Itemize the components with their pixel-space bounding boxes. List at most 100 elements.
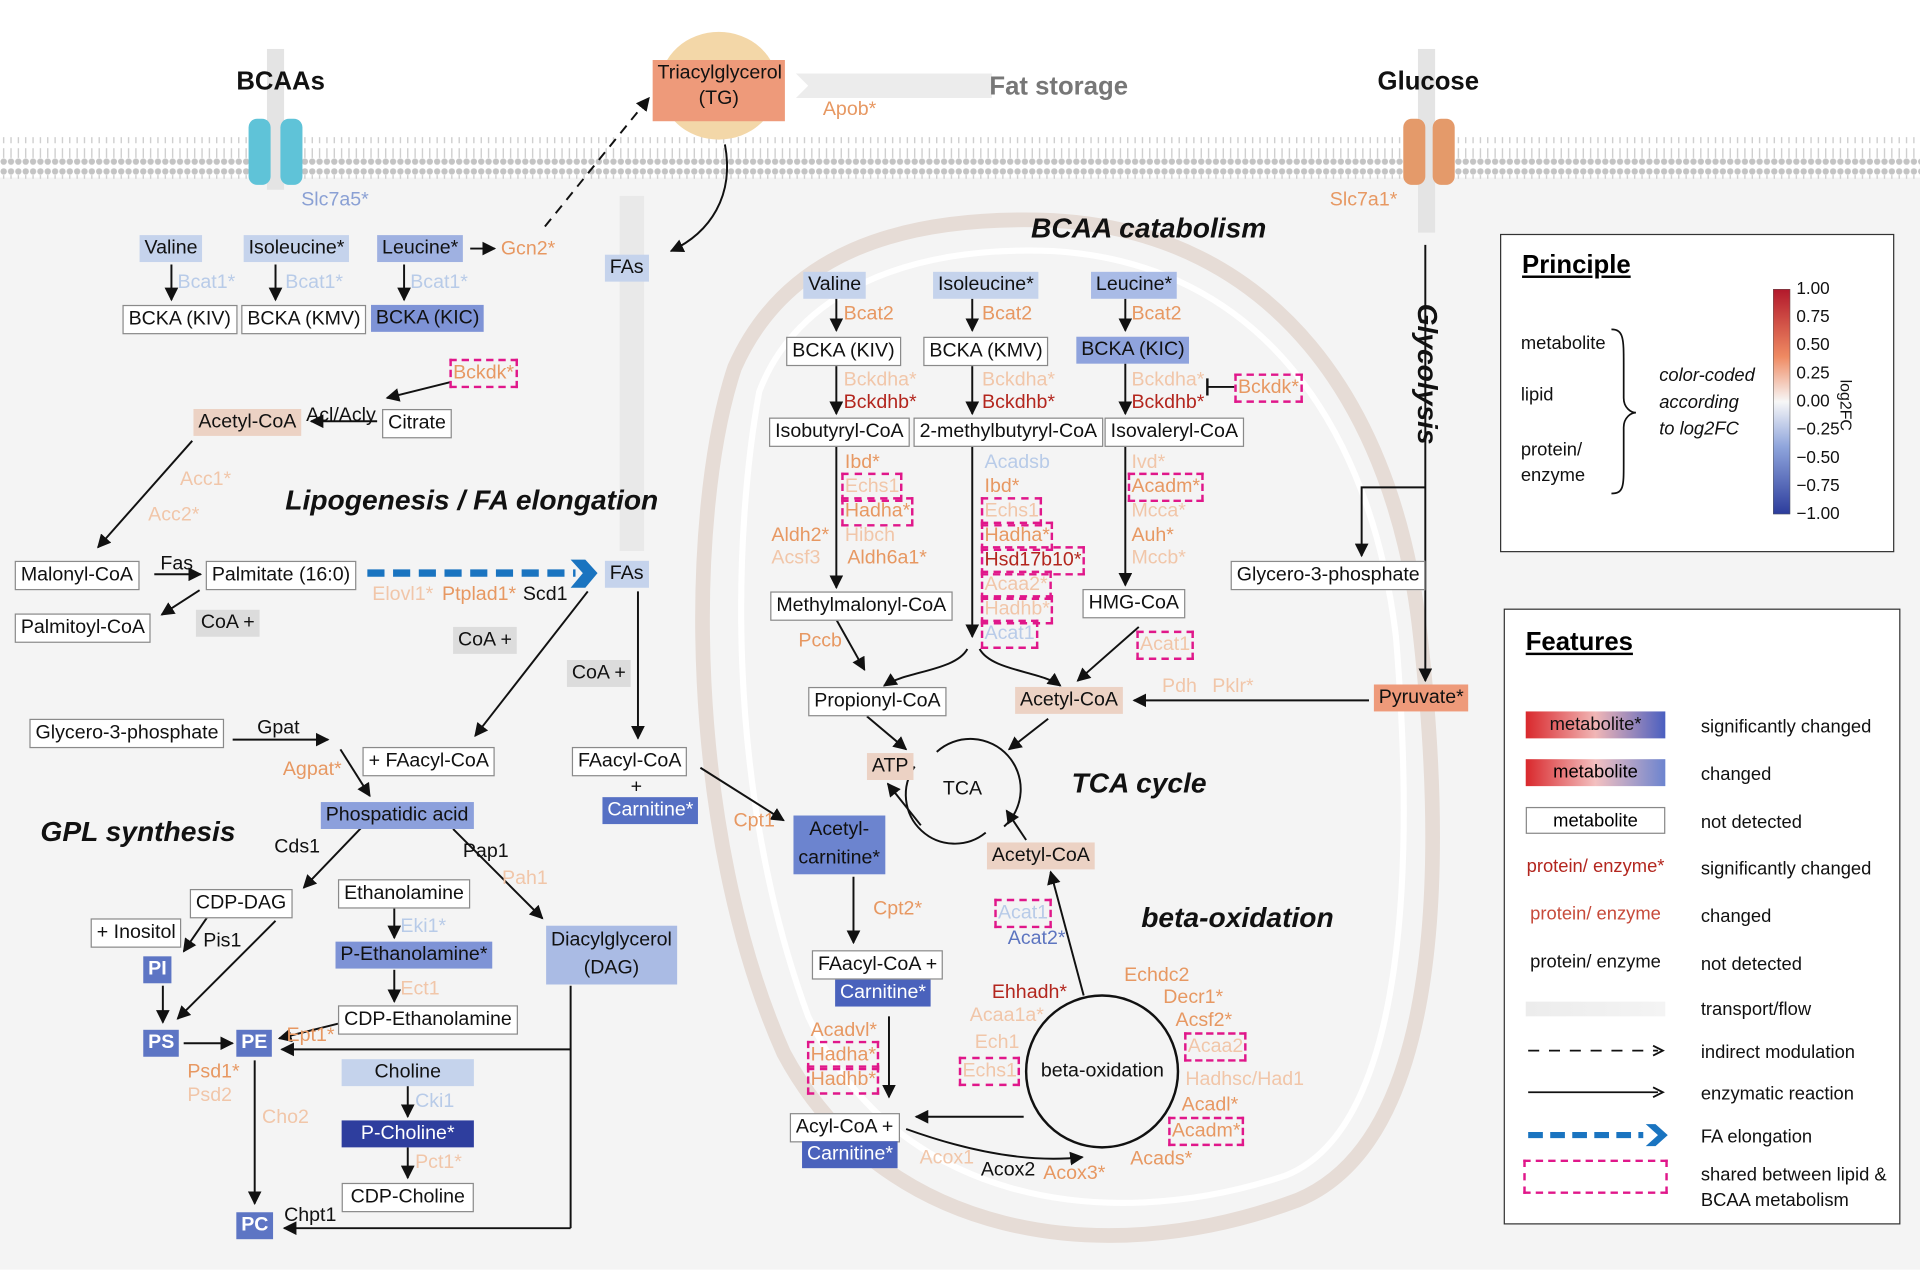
feature-swatch <box>1523 1159 1668 1194</box>
bcat1-enzyme: Bcat1* <box>285 271 344 293</box>
feature-swatch: metabolite <box>1525 759 1666 787</box>
acetyl-coa-node: Acetyl-CoA <box>1015 686 1123 714</box>
principle-legend: Principle metabolite lipid protein/ enzy… <box>1500 233 1895 553</box>
hadhb-enzyme: Hadhb* <box>980 595 1054 625</box>
fat-storage-label: Fat storage <box>989 72 1129 101</box>
acc1-enzyme: Acc1* <box>180 468 232 490</box>
glycero-3-phosphate-node: Glycero-3-phosphate <box>1230 560 1426 591</box>
coa-plus-node: CoA + <box>195 609 260 637</box>
aldh6a1-enzyme: Aldh6a1* <box>847 547 927 569</box>
acox2-enzyme: Acox2 <box>980 1159 1036 1181</box>
acl-enzyme: Acl/Acly <box>306 405 376 427</box>
acaa2-enzyme: Acaa2 <box>1184 1032 1248 1062</box>
acat1-enzyme: Acat1 <box>980 619 1039 649</box>
acox3-enzyme: Acox3* <box>1043 1163 1106 1185</box>
pe-node: PE <box>236 1029 273 1057</box>
pc-node: PC <box>236 1212 274 1240</box>
bckdhb-enzyme: Bckdhb* <box>982 391 1056 413</box>
acadl-enzyme: Acadl* <box>1181 1094 1239 1116</box>
acat1-enzyme: Acat1 <box>994 898 1052 929</box>
bcat1-enzyme: Bcat1* <box>410 271 468 293</box>
triacylglycerol-node: Triacylglycerol (TG) <box>652 60 785 122</box>
choline-node: Choline <box>341 1059 474 1087</box>
feature-label: changed <box>1700 906 1772 927</box>
carnitine-node: Carnitine* <box>802 1141 898 1169</box>
pis1-enzyme: Pis1 <box>203 930 242 952</box>
isoleucine-node: Isoleucine* <box>243 235 350 263</box>
bcat2-enzyme: Bcat2 <box>982 303 1033 325</box>
feature-swatch <box>1525 1001 1666 1017</box>
feature-swatch <box>1526 1079 1666 1106</box>
feature-label: FA elongation <box>1700 1126 1813 1148</box>
feature-swatch: metabolite* <box>1525 711 1666 739</box>
slc7a5-transporter: Slc7a5* <box>301 189 369 211</box>
decr1-enzyme: Decr1* <box>1163 986 1224 1008</box>
bcat2-enzyme: Bcat2 <box>843 303 894 325</box>
bckdhb-enzyme: Bckdhb* <box>1131 391 1205 413</box>
palmitoyl-coa-node: Palmitoyl-CoA <box>14 613 152 643</box>
coa-plus-node: CoA + <box>566 660 631 687</box>
faacyl-coa-node: FAacyl-CoA <box>571 746 688 777</box>
chpt1-enzyme: Chpt1 <box>284 1204 337 1226</box>
coa-plus-node: CoA + <box>453 626 517 654</box>
valine-node: Valine <box>139 235 203 263</box>
glycero-3-phosphate-node: Glycero-3-phosphate <box>29 718 225 749</box>
bcka-kic-node: BCKA (KIC) <box>371 304 485 332</box>
colorbar-tick: 1.00 <box>1796 277 1830 298</box>
colorbar-tick: −1.00 <box>1796 503 1840 523</box>
colorbar-tick: 0.25 <box>1796 362 1830 383</box>
eki1-enzyme: Eki1* <box>400 915 447 937</box>
auh-enzyme: Auh* <box>1131 525 1174 547</box>
acetylcarnitine-node: Acetyl- carnitine* <box>793 815 885 875</box>
feature-swatch: protein/ enzyme* <box>1526 855 1665 877</box>
fas-enzyme: Fas <box>160 553 194 575</box>
acetyl-coa-node: Acetyl-CoA <box>986 842 1095 870</box>
acadvl-enzyme: Acadvl* <box>810 1020 878 1041</box>
leucine-node: Leucine* <box>377 235 464 263</box>
hadha-enzyme: Hadha* <box>841 497 914 527</box>
cdp-dag-node: CDP-DAG <box>189 888 293 919</box>
cpt1-enzyme: Cpt1 <box>733 810 775 832</box>
p-ethanolamine-node: P-Ethanolamine* <box>335 941 493 969</box>
principle-protein: protein/ enzyme <box>1520 439 1586 487</box>
acyl-coa-node: Acyl-CoA + <box>789 1113 900 1143</box>
p-choline-node: P-Choline* <box>341 1120 474 1148</box>
bckdhb-enzyme: Bckdhb* <box>843 391 917 413</box>
acat2-enzyme: Acat2* <box>1007 928 1066 949</box>
aldh2-enzyme: Aldh2* <box>771 525 830 547</box>
isovaleryl-coa-node: Isovaleryl-CoA <box>1104 417 1245 447</box>
ethanolamine-node: Ethanolamine <box>337 879 471 909</box>
feature-label: significantly changed <box>1700 716 1872 738</box>
carnitine-node: Carnitine* <box>835 979 931 1007</box>
feature-swatch: protein/ enzyme <box>1530 903 1661 925</box>
acetyl-coa-node: Acetyl-CoA <box>193 408 302 436</box>
carnitine-node: Carnitine* <box>602 797 699 825</box>
feature-label: indirect modulation <box>1700 1042 1856 1063</box>
colorbar-tick: 0.50 <box>1796 334 1830 354</box>
bckdk-enzyme: Bckdk* <box>1234 373 1303 403</box>
pah1-enzyme: Pah1 <box>502 868 548 889</box>
cho2-enzyme: Cho2 <box>262 1106 309 1128</box>
bcka-kmv-node: BCKA (KMV) <box>241 304 367 335</box>
psd2-enzyme: Psd2 <box>187 1084 233 1106</box>
feature-label: transport/flow <box>1700 999 1812 1021</box>
acadm-enzyme: Acadm* <box>1127 472 1204 503</box>
bckdha-enzyme: Bckdha* <box>982 369 1056 391</box>
cdp-choline-node: CDP-Choline <box>341 1182 474 1213</box>
ect1-enzyme: Ect1 <box>400 978 440 1000</box>
ivd-enzyme: Ivd* <box>1131 451 1166 473</box>
pap1-enzyme: Pap1 <box>462 841 509 863</box>
feature-swatch <box>1526 1037 1666 1064</box>
pccb-enzyme: Pccb <box>798 630 842 652</box>
ptplad1-enzyme: Ptplad1* <box>442 584 517 605</box>
agpat-enzyme: Agpat* <box>282 759 342 781</box>
colorbar-tick: 0.00 <box>1796 390 1830 411</box>
mcca-enzyme: Mcca* <box>1131 500 1186 522</box>
bckdha-enzyme: Bckdha* <box>843 369 917 391</box>
fas-node: FAs <box>604 560 649 588</box>
slc7a1-transporter: Slc7a1* <box>1329 189 1398 211</box>
bcat1-enzyme: Bcat1* <box>177 271 236 293</box>
methylbutyryl-coa-node: 2-methylbutyryl-CoA <box>913 417 1104 447</box>
gpl-synthesis-title: GPL synthesis <box>40 815 236 848</box>
ehhadh-enzyme: Ehhadh* <box>991 982 1068 1003</box>
